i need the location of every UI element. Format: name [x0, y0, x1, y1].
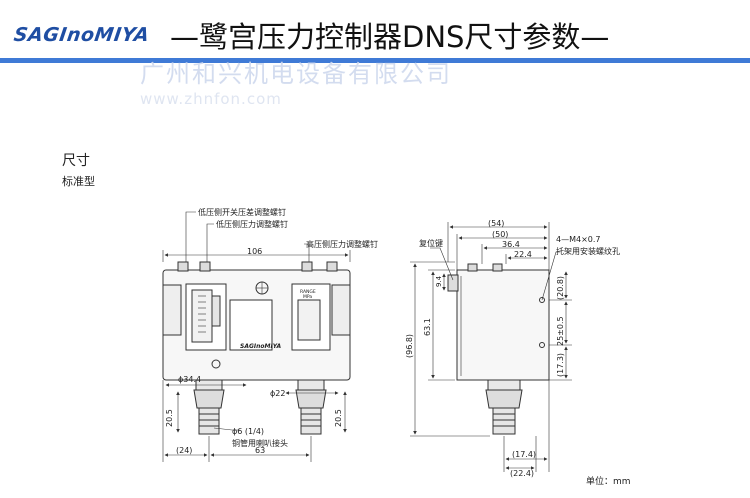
watermark-company: 广州和兴机电设备有限公司	[140, 60, 452, 88]
dim-63: 63	[255, 446, 265, 455]
dim-208: (20.8)	[556, 276, 565, 300]
dim-phi344: ϕ34.4	[178, 375, 201, 384]
label-high-pressure: 高压侧压力调整螺钉	[306, 239, 378, 249]
dim-94: 9.4	[435, 275, 443, 287]
dim-631: 63.1	[423, 318, 432, 336]
dim-24: (24)	[176, 446, 192, 455]
label-m4: 4—M4×0.7	[556, 235, 601, 244]
dim-173: (17.3)	[556, 353, 565, 377]
label-low-diff: 低压侧开关压差调整螺钉	[198, 207, 286, 217]
front-view-labels: 低压侧开关压差调整螺钉 低压侧压力调整螺钉 高压侧压力调整螺钉 106 ϕ34.…	[165, 207, 378, 455]
low-flare-fitting	[198, 407, 220, 435]
watermark-url: www.zhnfon.com	[140, 90, 282, 108]
top-screw-4	[326, 261, 338, 272]
dim-174: (17.4)	[512, 450, 536, 459]
dim-968: (96.8)	[405, 334, 414, 358]
section-subtitle: 标准型	[62, 175, 95, 188]
high-flare-fitting	[300, 407, 322, 435]
side-flare-fitting	[492, 407, 516, 435]
dim-54: (54)	[488, 219, 504, 228]
section-title: 尺寸	[62, 153, 90, 169]
dim-50: (50)	[492, 230, 508, 239]
side-view-labels: 复位键 4—M4×0.7 托架用安装螺纹孔 (54) (50) 36.4 22.…	[405, 219, 620, 478]
label-reset: 复位键	[419, 238, 443, 248]
side-view	[410, 222, 572, 472]
unit-note: 单位：mm	[586, 477, 631, 487]
reset-key	[447, 274, 459, 292]
center-plate	[229, 299, 273, 351]
ground-screw	[211, 359, 221, 369]
low-flare-nut	[193, 389, 225, 409]
note-flare: 铜管用喇叭接头	[232, 438, 288, 448]
front-view	[162, 211, 351, 462]
top-screw-1	[177, 261, 189, 272]
dim-364: 36.4	[502, 240, 520, 249]
page-title: —鹭宫压力控制器DNS尺寸参数—	[170, 20, 610, 54]
page-header: SAGInoMIYA —鹭宫压力控制器DNS尺寸参数—	[0, 0, 750, 64]
left-ear	[162, 284, 182, 336]
side-body	[456, 269, 550, 381]
label-low-pressure: 低压侧压力调整螺钉	[216, 219, 288, 229]
brand-plate: SAGInoMIYA	[240, 343, 281, 350]
dim-phi22: ϕ22	[270, 389, 285, 398]
right-ear	[331, 284, 351, 336]
dim-224: 22.4	[514, 250, 532, 259]
dim-224b: (22.4)	[510, 469, 534, 478]
dim-205-left: 20.5	[165, 409, 174, 427]
header-rule	[0, 58, 750, 63]
high-connector-base	[297, 379, 325, 391]
dim-205-right: 20.5	[334, 409, 343, 427]
side-connector-base	[487, 379, 521, 391]
dim-width: 106	[247, 247, 262, 256]
range-unit: MPa	[303, 294, 312, 300]
top-screw-2	[199, 261, 211, 272]
top-screw-3	[301, 261, 313, 272]
note-phi6: ϕ6 (1/4)	[232, 427, 264, 436]
label-bracket: 托架用安装螺纹孔	[556, 246, 620, 256]
range-label: RANGE	[300, 289, 316, 295]
dim-25: 25±0.5	[556, 316, 565, 346]
